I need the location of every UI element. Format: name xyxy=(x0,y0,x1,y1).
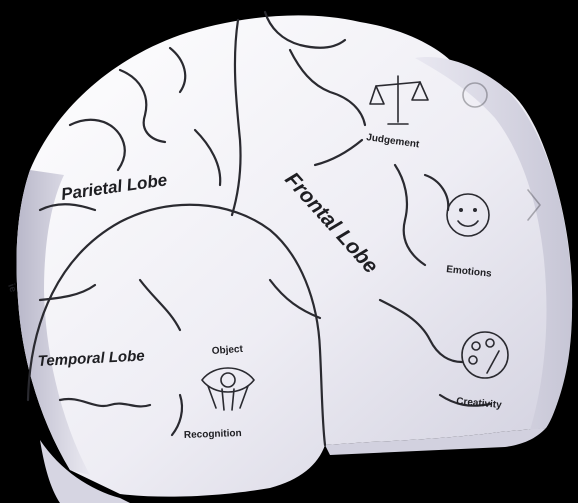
temporal-sulcus-1 xyxy=(38,283,97,302)
creativity-label: Creativity xyxy=(456,396,503,411)
eye-icon xyxy=(201,367,255,411)
sulcus-right-mid xyxy=(313,138,364,167)
flap-faint-icon-mid xyxy=(527,189,541,221)
emotions-label: Emotions xyxy=(446,264,493,280)
paint-palette-icon xyxy=(461,331,509,379)
smiley-face-icon xyxy=(446,193,490,237)
sulcus-frontal-lower xyxy=(378,298,464,364)
flap-faint-icon-top xyxy=(462,82,488,108)
hat-body xyxy=(16,15,573,497)
sulcus-frontal-branch xyxy=(393,163,427,267)
sulcus-top-2 xyxy=(118,68,167,144)
hat-brim-lower-right xyxy=(325,428,546,455)
hat-brim xyxy=(40,440,130,503)
temporal-lobe-outline xyxy=(26,203,327,447)
sulcus-parietal-1 xyxy=(68,118,126,172)
sulcus-parietal-3 xyxy=(38,203,97,212)
temporal-lobe-label: Temporal Lobe xyxy=(37,347,145,370)
sulcus-parietal-2 xyxy=(193,128,222,187)
temporal-sulcus-2 xyxy=(138,278,182,332)
sulcus-top-3 xyxy=(168,46,187,94)
sulcus-right-top xyxy=(288,48,367,127)
hat-right-flap xyxy=(415,57,573,431)
recognition-label: Recognition xyxy=(184,428,242,441)
sulcus-top-1 xyxy=(263,10,347,49)
object-label: Object xyxy=(211,344,243,357)
sulcus-lower-right xyxy=(438,393,492,407)
hat-left-fold xyxy=(16,170,90,475)
temporal-sulcus-3 xyxy=(58,397,152,408)
center-fold-seam xyxy=(230,18,242,217)
scales-icon xyxy=(369,75,429,125)
temporal-sulcus-4 xyxy=(170,393,184,437)
sulcus-lower-mid xyxy=(268,278,322,320)
